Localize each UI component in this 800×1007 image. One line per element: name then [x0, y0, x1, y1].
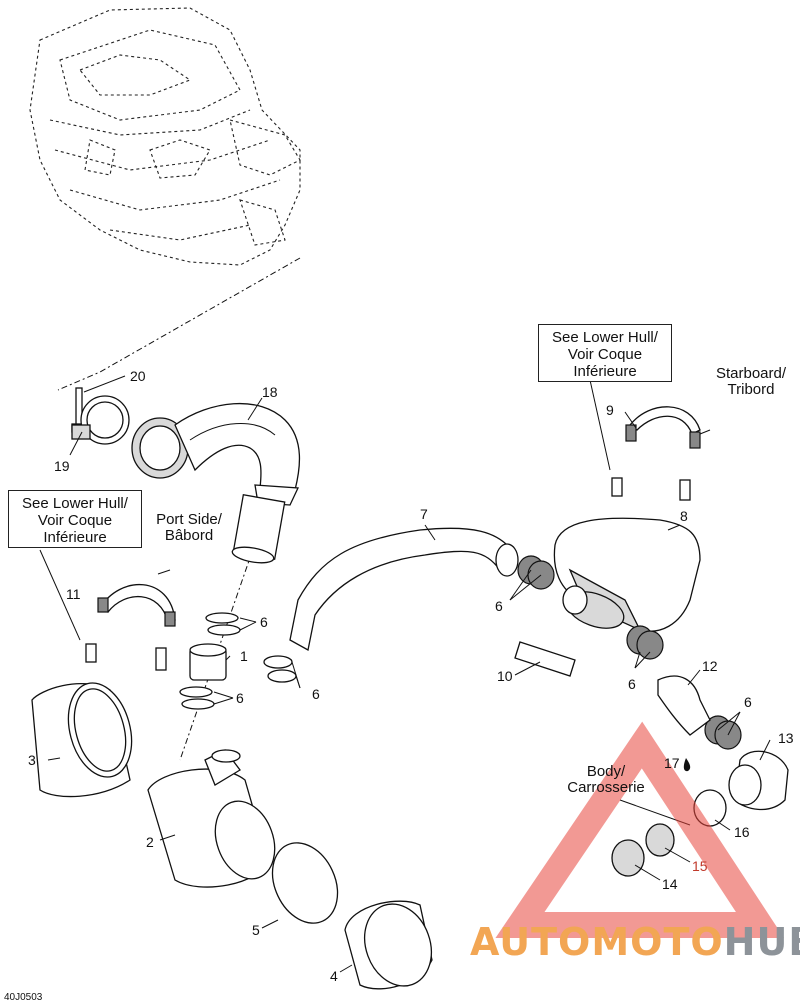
- callout-13: 13: [778, 730, 794, 746]
- callout-6b: 6: [236, 690, 244, 706]
- note-line: Voir Coque: [37, 512, 113, 529]
- label-starboard: Starboard/ Tribord: [706, 366, 796, 398]
- callout-12: 12: [702, 658, 718, 674]
- label-line: Bâbord: [164, 527, 214, 544]
- label-line: Port Side/: [156, 511, 222, 528]
- watermark-triangle: [495, 721, 785, 938]
- callout-5: 5: [252, 922, 260, 938]
- part-7-long-pipe: [289, 527, 519, 652]
- part-12-elbow: [657, 675, 711, 736]
- callout-6a: 6: [260, 614, 268, 630]
- callout-16: 16: [734, 824, 750, 840]
- callout-3: 3: [28, 752, 36, 768]
- note-line: See Lower Hull/: [22, 495, 128, 512]
- part-14-ring: [611, 839, 645, 877]
- part-15-ring: [645, 823, 675, 857]
- callout-15: 15: [692, 858, 708, 874]
- callout-17: 17: [664, 755, 680, 771]
- part-4-end-cap: [344, 900, 433, 990]
- part-6-clamps-left: [179, 612, 241, 710]
- part-5-ring: [271, 842, 339, 924]
- part-2-muffler: [147, 749, 276, 888]
- callout-7: 7: [420, 506, 428, 522]
- watermark-word-3: HUB: [723, 920, 800, 964]
- figure-id: 40J0503: [4, 992, 43, 1003]
- callout-8: 8: [680, 508, 688, 524]
- callout-18: 18: [262, 384, 278, 400]
- note-line: Voir Coque: [567, 346, 643, 363]
- callout-11: 11: [66, 586, 81, 602]
- callout-9: 9: [606, 402, 614, 418]
- label-port-side: Port Side/ Bâbord: [146, 512, 232, 544]
- note-line: Inférieure: [43, 529, 107, 546]
- part-8-resonator-box: [553, 517, 701, 632]
- callout-10: 10: [497, 668, 513, 684]
- note-lower-hull-left: See Lower Hull/ Voir Coque Inférieure: [8, 490, 142, 548]
- note-line: See Lower Hull/: [552, 329, 658, 346]
- callout-4: 4: [330, 968, 338, 984]
- label-line: Body/: [586, 763, 626, 780]
- part-11-strap: [85, 584, 176, 671]
- watermark-logo: AUTOMOTOHUB: [470, 920, 800, 964]
- callout-6c: 6: [312, 686, 320, 702]
- label-line: Carrosserie: [567, 779, 645, 796]
- part-18-manifold-pipe: [131, 403, 301, 564]
- part-1-coupler: [189, 643, 227, 681]
- note-line: Inférieure: [573, 363, 637, 380]
- callout-6e: 6: [628, 676, 636, 692]
- callout-6f: 6: [744, 694, 752, 710]
- part-3-muffler-shell: [31, 682, 133, 798]
- watermark-word-2: MOTO: [591, 920, 724, 964]
- callout-6d: 6: [495, 598, 503, 614]
- label-body: Body/ Carrosserie: [558, 764, 654, 796]
- part-9-strap: [611, 406, 701, 501]
- engine-outline: [29, 7, 301, 266]
- watermark-word-1: AUTO: [470, 920, 592, 964]
- part-10-hose: [514, 641, 576, 677]
- callout-19: 19: [54, 458, 70, 474]
- callout-2: 2: [146, 834, 154, 850]
- label-line: Tribord: [727, 381, 775, 398]
- callout-20: 20: [130, 368, 146, 384]
- part-19-clamp: [71, 395, 130, 445]
- note-lower-hull-right: See Lower Hull/ Voir Coque Inférieure: [538, 324, 672, 382]
- callout-14: 14: [662, 876, 678, 892]
- part-13-outlet: [728, 750, 789, 811]
- part-17-sealant-drop: [683, 758, 691, 772]
- label-line: Starboard/: [715, 365, 787, 382]
- callout-1: 1: [240, 648, 248, 664]
